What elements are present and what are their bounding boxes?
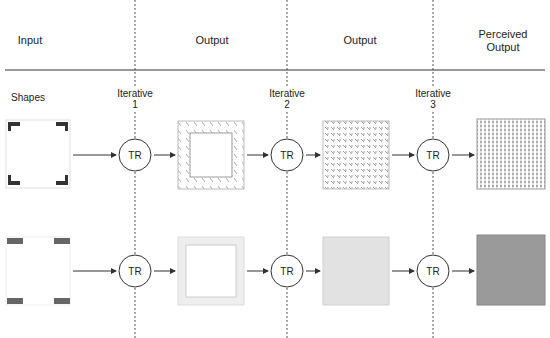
transform-circle: TR — [416, 138, 450, 172]
node-text: TR — [280, 150, 293, 161]
column-heading: Output — [341, 34, 378, 47]
transform-circle: TR — [270, 254, 304, 288]
header-rule — [5, 70, 545, 71]
shape-images-row2 — [6, 235, 545, 305]
step-label: Iterative 3 — [410, 88, 456, 110]
node-text: TR — [280, 266, 293, 277]
divider-lines — [135, 0, 433, 338]
shape-images-row1 — [6, 119, 545, 189]
node-text: TR — [128, 150, 141, 161]
node-text: TR — [426, 266, 439, 277]
transform-circle: TR — [118, 138, 152, 172]
node-text: TR — [426, 150, 439, 161]
column-heading: Perceived Output — [471, 28, 535, 54]
transform-circle: TR — [416, 254, 450, 288]
step-label: Iterative 2 — [264, 88, 310, 110]
column-heading: Output — [193, 34, 230, 47]
transform-circle: TR — [118, 254, 152, 288]
row-label: Shapes — [9, 92, 47, 103]
step-label: Iterative 1 — [112, 88, 158, 110]
column-heading: Input — [16, 34, 44, 47]
transform-circle: TR — [270, 138, 304, 172]
flow-arrows — [73, 155, 474, 271]
node-text: TR — [128, 266, 141, 277]
